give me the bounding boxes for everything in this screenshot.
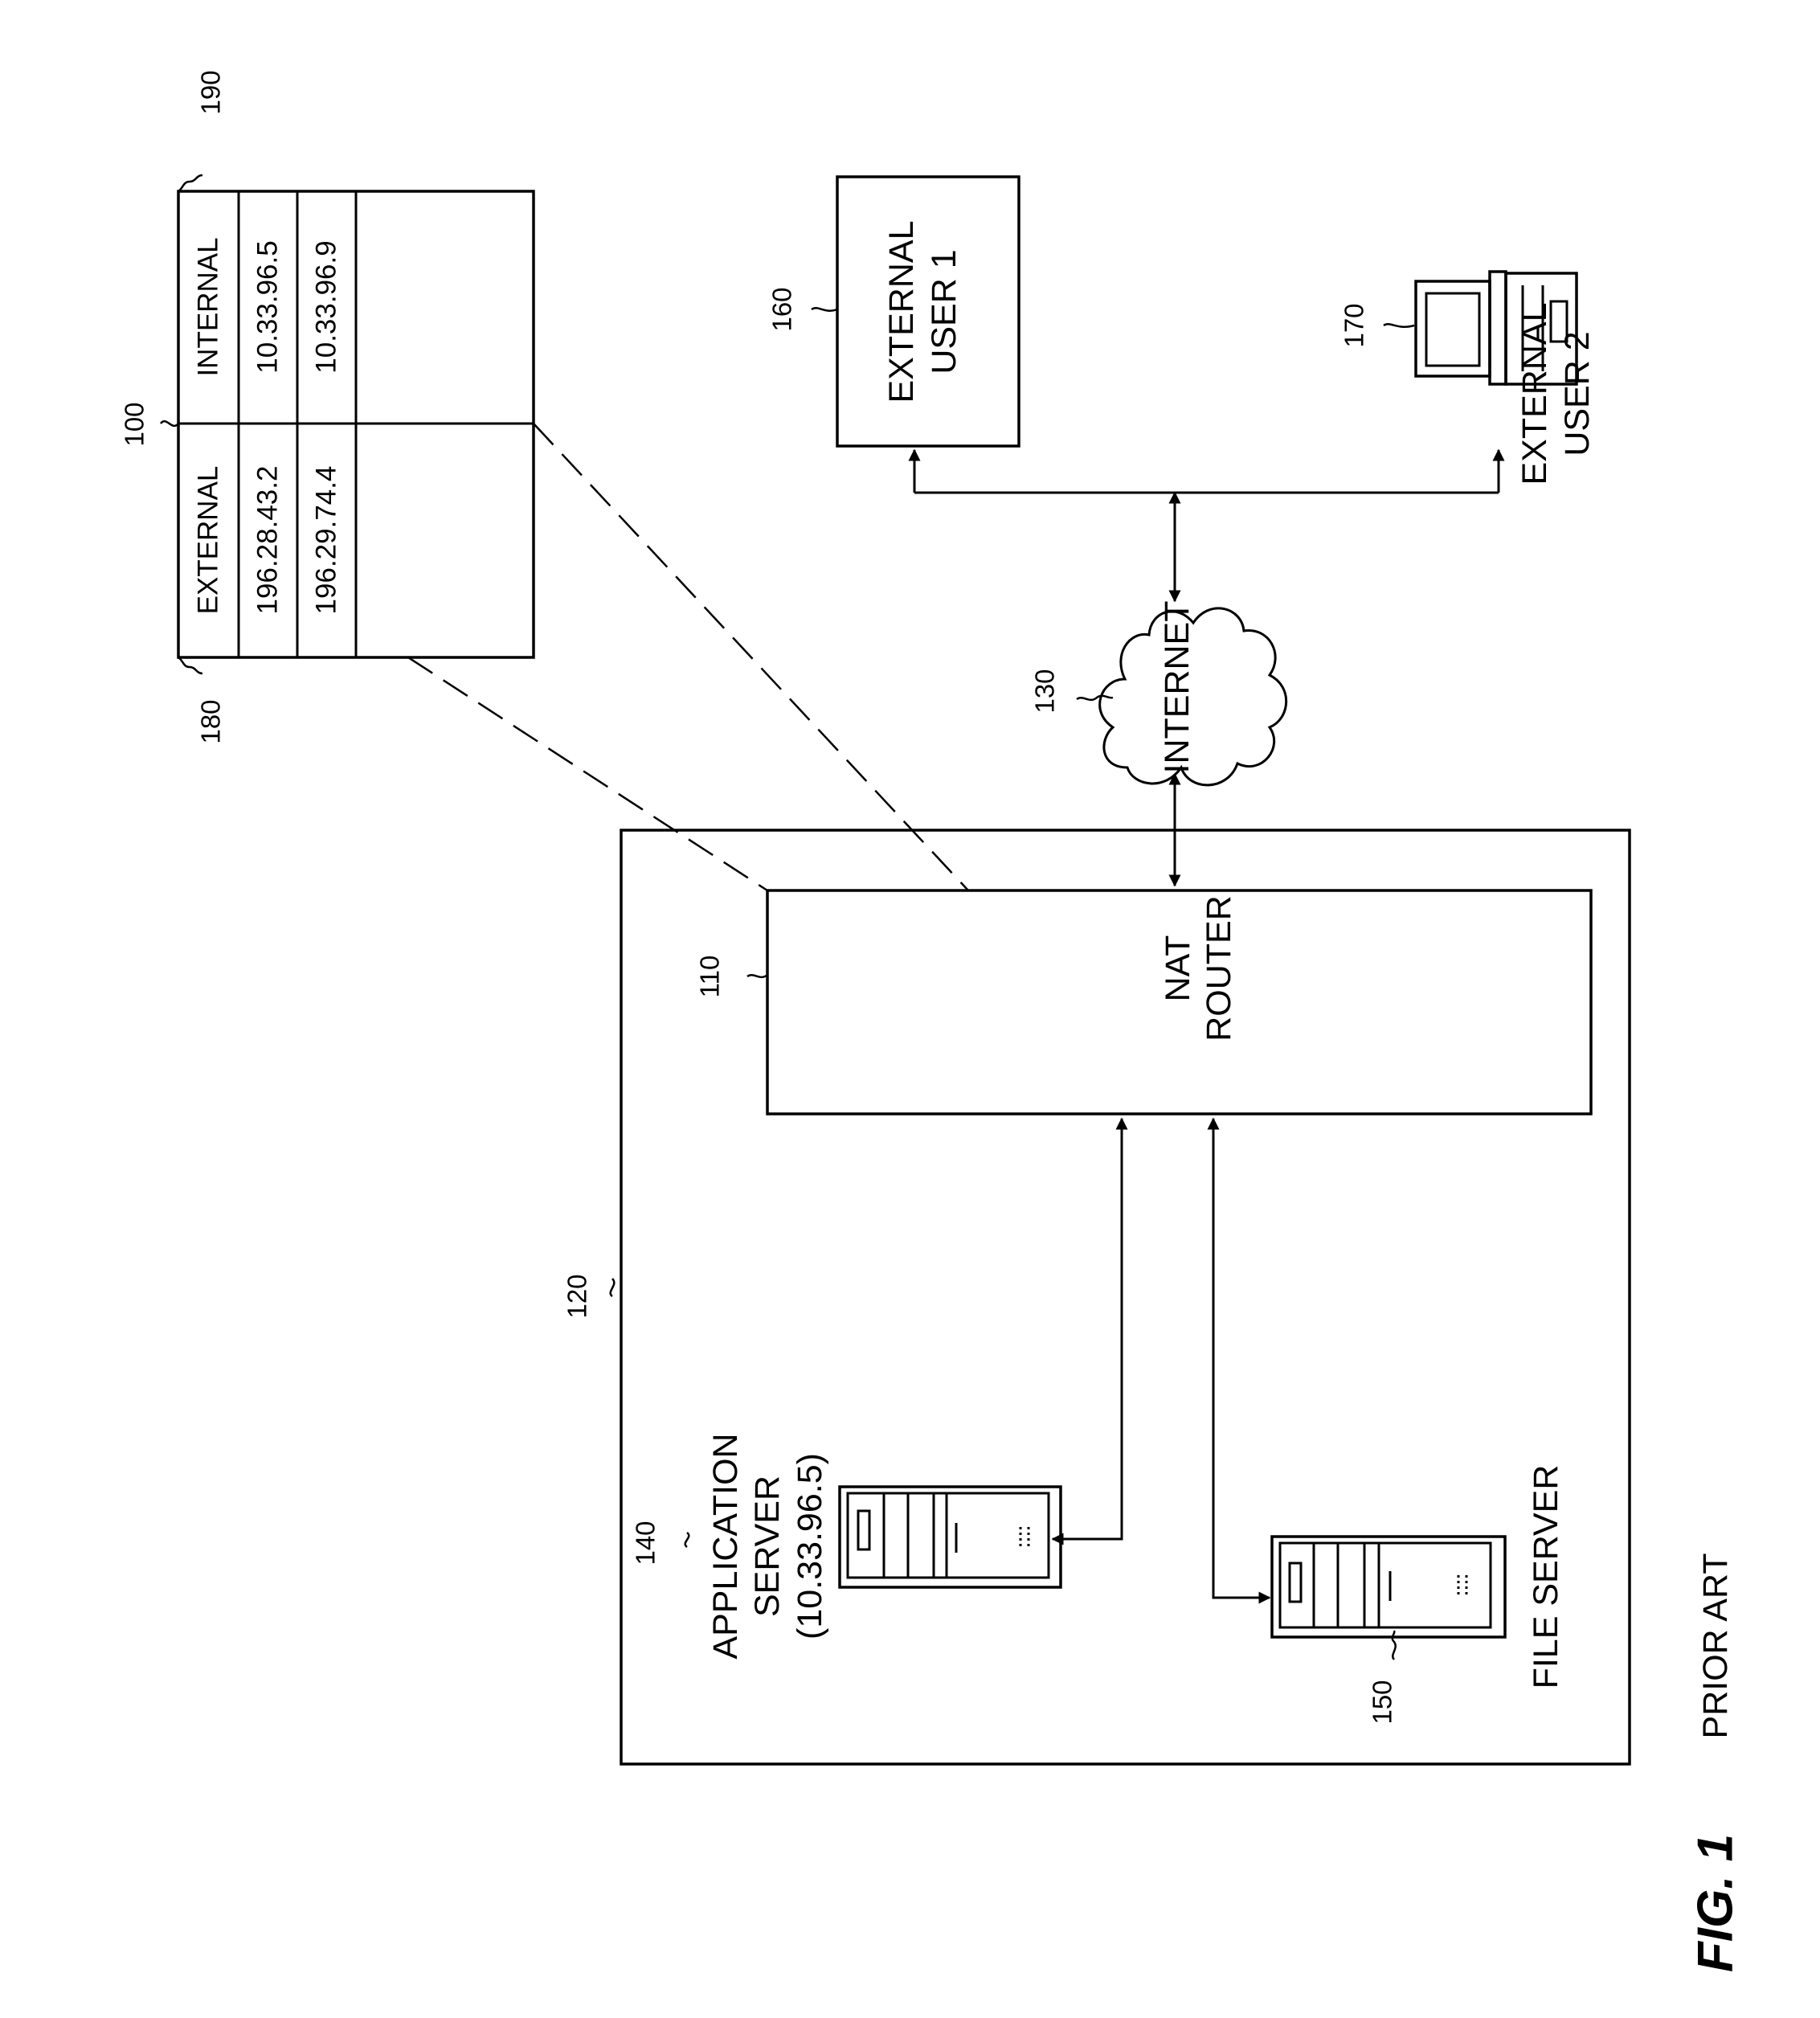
figure-caption: PRIOR ART <box>1696 1553 1735 1739</box>
ref-label-190: 190 <box>196 70 226 114</box>
file-server: FILE SERVER 150 <box>1272 1465 1565 1725</box>
nat-table-header-external: EXTERNAL <box>193 466 224 615</box>
external-user-1-label-line2: USER 1 <box>925 249 963 374</box>
nat-table-cell-external-2: 196.29.74.4 <box>311 466 342 615</box>
app-server-drive <box>858 1511 869 1549</box>
ref-label-180: 180 <box>196 699 226 743</box>
app-server-label-line3: (10.33.96.5) <box>791 1453 829 1639</box>
nat-table-header-internal: INTERNAL <box>193 237 224 376</box>
leader-190 <box>178 175 202 191</box>
nat-table-cell-internal-1: 10.33.96.5 <box>252 240 284 373</box>
leader-160 <box>812 308 837 310</box>
leader-100 <box>161 421 178 426</box>
ref-label-170: 170 <box>1339 303 1369 347</box>
external-user-1-label-line1: EXTERNAL <box>882 220 921 403</box>
ref-label-130: 130 <box>1030 669 1060 713</box>
nat-table-cell-external-1: 196.28.43.2 <box>252 466 284 615</box>
leader-150 <box>1393 1631 1396 1660</box>
nat-router: NAT ROUTER 110 <box>695 890 1592 1114</box>
file-server-inner <box>1280 1543 1491 1627</box>
private-network-box <box>621 830 1630 1764</box>
link-file-server-router <box>1213 1119 1270 1598</box>
ref-label-120: 120 <box>562 1274 592 1318</box>
callout-line-upper <box>408 657 767 890</box>
ref-label-140: 140 <box>631 1521 661 1565</box>
nat-router-label-line1: NAT <box>1159 935 1197 1002</box>
internet-cloud: INTERNET 130 <box>1030 601 1286 785</box>
external-user-2: EXTERNAL USER 2 170 <box>1339 272 1597 485</box>
external-user-1: EXTERNAL USER 1 160 <box>767 177 1020 446</box>
app-server-label-line2: SERVER <box>748 1476 787 1617</box>
application-server: 140 APPLICATION SERVER (10.33.96.5) <box>631 1433 1061 1659</box>
leader-140 <box>685 1533 689 1547</box>
server-tower-icon <box>840 1487 1061 1587</box>
callout-line-lower <box>534 424 968 890</box>
internet-label: INTERNET <box>1158 601 1196 774</box>
ref-label-150: 150 <box>1368 1680 1397 1724</box>
app-server-label-line1: APPLICATION <box>706 1433 745 1659</box>
leader-120 <box>611 1279 615 1296</box>
nat-table: EXTERNAL INTERNAL 196.28.43.2 10.33.96.5… <box>120 70 534 743</box>
leader-110 <box>747 975 767 977</box>
nat-table-cell-internal-2: 10.33.96.9 <box>311 240 342 373</box>
file-server-label: FILE SERVER <box>1527 1465 1565 1689</box>
external-user-2-label-line2: USER 2 <box>1558 331 1597 456</box>
computer-stand <box>1490 272 1506 384</box>
link-app-server-router <box>1053 1119 1122 1539</box>
ref-label-100: 100 <box>120 402 149 446</box>
leader-130 <box>1077 696 1113 700</box>
ref-label-110: 110 <box>695 956 725 998</box>
computer-screen <box>1426 293 1479 366</box>
file-server-drive <box>1290 1563 1301 1602</box>
app-server-outline <box>840 1487 1061 1587</box>
external-user-2-label-line1: EXTERNAL <box>1515 302 1554 485</box>
file-server-outline <box>1272 1537 1505 1637</box>
app-server-inner <box>848 1493 1049 1578</box>
leader-170 <box>1384 324 1414 326</box>
figure-title: FIG. 1 <box>1688 1834 1744 1972</box>
leader-180 <box>178 657 202 673</box>
nat-router-label-line2: ROUTER <box>1200 895 1238 1042</box>
server-tower-icon <box>1272 1537 1505 1637</box>
ref-label-160: 160 <box>767 287 797 331</box>
